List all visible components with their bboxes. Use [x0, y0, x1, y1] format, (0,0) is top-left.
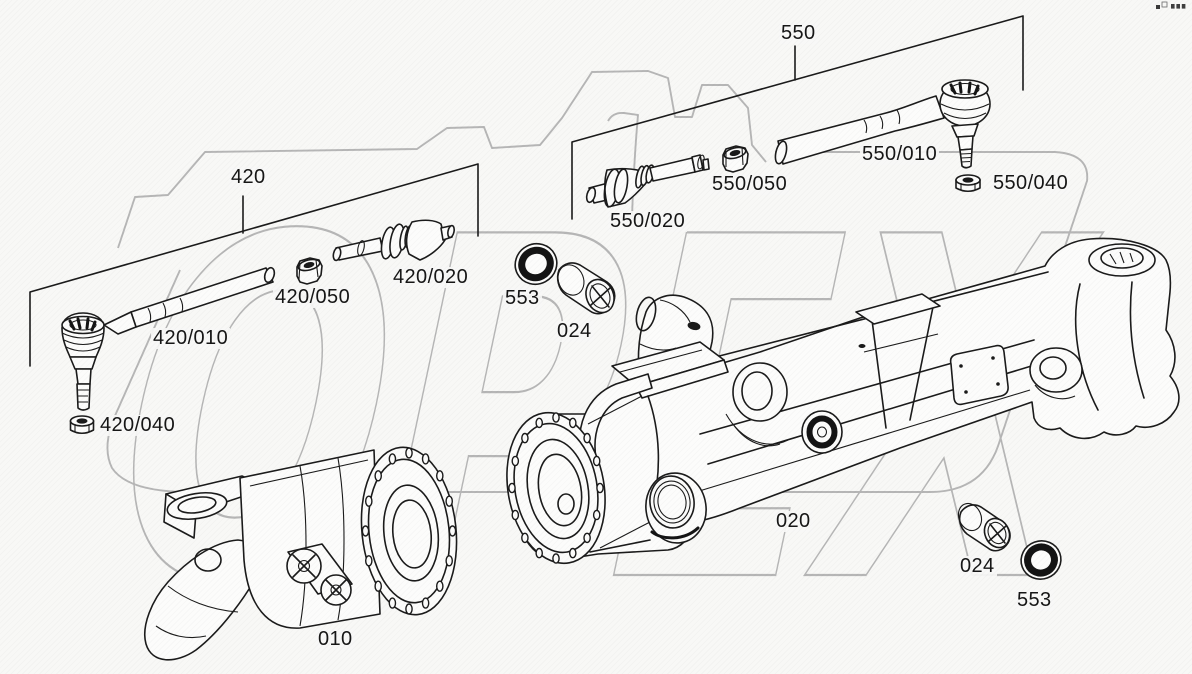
corner-mark — [1156, 1, 1186, 9]
nut-550-040-drawing — [955, 174, 981, 193]
part-label-420-050: 420/050 — [273, 286, 353, 308]
tie-rod-550-010-drawing — [774, 79, 991, 169]
bushing-024-lower-drawing — [957, 502, 1011, 552]
part-label-020: 020 — [774, 510, 813, 532]
tie-rod-420-010-drawing — [61, 266, 276, 411]
drive-flange-bolt-ring — [361, 447, 457, 615]
part-label-553-upper: 553 — [503, 287, 542, 309]
part-label-010: 010 — [316, 628, 355, 650]
part-label-420-040: 420/040 — [98, 414, 178, 436]
nut-420-050-drawing — [296, 257, 323, 285]
axle-housing-drawing — [506, 237, 1180, 565]
seal-553-lower-drawing — [1020, 540, 1062, 580]
part-label-550-050: 550/050 — [710, 173, 790, 195]
part-label-420-010: 420/010 — [151, 327, 231, 349]
part-label-550-010: 550/010 — [860, 143, 940, 165]
part-label-550-020: 550/020 — [608, 210, 688, 232]
nut-420-040-drawing — [69, 415, 95, 435]
nut-550-050-drawing — [722, 145, 749, 173]
drive-flange-drawing — [144, 446, 458, 661]
seal-553-upper-drawing — [514, 242, 558, 286]
part-label-420-020: 420/020 — [391, 266, 471, 288]
gear-watermark — [117, 70, 767, 249]
axial-joint-550-020-drawing — [585, 154, 710, 208]
assembly-label-550: 550 — [779, 22, 818, 44]
axial-joint-420-020-drawing — [332, 219, 455, 262]
housing-flange-bolt-ring — [508, 412, 604, 564]
bushing-024-upper-drawing — [556, 262, 616, 315]
part-label-024-upper: 024 — [555, 320, 594, 342]
bracket-550 — [571, 15, 1024, 220]
bracket-420 — [29, 163, 479, 367]
part-label-550-040: 550/040 — [991, 172, 1071, 194]
part-label-024-lower: 024 — [958, 555, 997, 577]
assembly-label-420: 420 — [229, 166, 268, 188]
part-label-553-lower: 553 — [1015, 589, 1054, 611]
